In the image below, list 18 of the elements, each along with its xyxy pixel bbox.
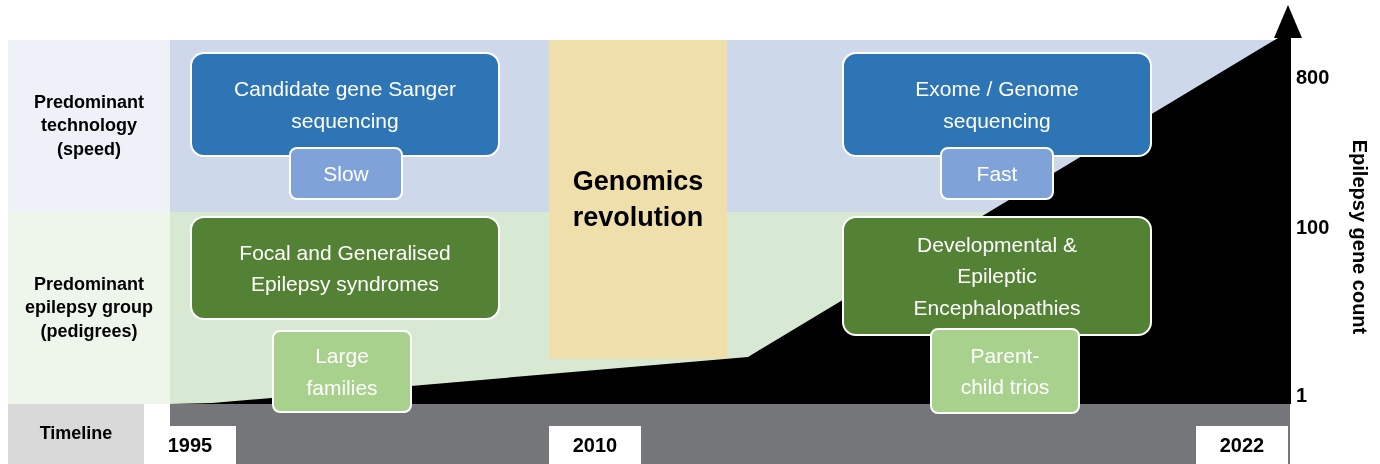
- technology-box: Candidate gene Sanger sequencing: [190, 52, 500, 157]
- year-label: 2010: [549, 426, 641, 464]
- epilepsy-group-box: Focal and Generalised Epilepsy syndromes: [190, 216, 500, 320]
- row-header: Predominant technology (speed): [8, 40, 170, 212]
- pedigree-tag: Parent-child trios: [930, 328, 1080, 414]
- axis-title: Epilepsy gene count: [1348, 138, 1373, 337]
- epilepsy-group-box: Developmental & Epileptic Encephalopathies: [842, 216, 1152, 336]
- speed-tag: Fast: [940, 147, 1054, 200]
- era-band: Genomics revolution: [549, 40, 727, 359]
- row-header: Timeline: [8, 404, 144, 464]
- technology-box: Exome / Genome sequencing: [842, 52, 1152, 157]
- axis-tick-label: 1: [1296, 382, 1309, 408]
- row-header: Predominant epilepsy group (pedigrees): [8, 212, 170, 404]
- axis-tick-label: 100: [1296, 214, 1331, 240]
- speed-tag: Slow: [289, 147, 403, 200]
- pedigree-tag: Large families: [272, 330, 412, 413]
- axis-tick-label: 800: [1296, 64, 1331, 90]
- year-label: 2022: [1196, 426, 1288, 464]
